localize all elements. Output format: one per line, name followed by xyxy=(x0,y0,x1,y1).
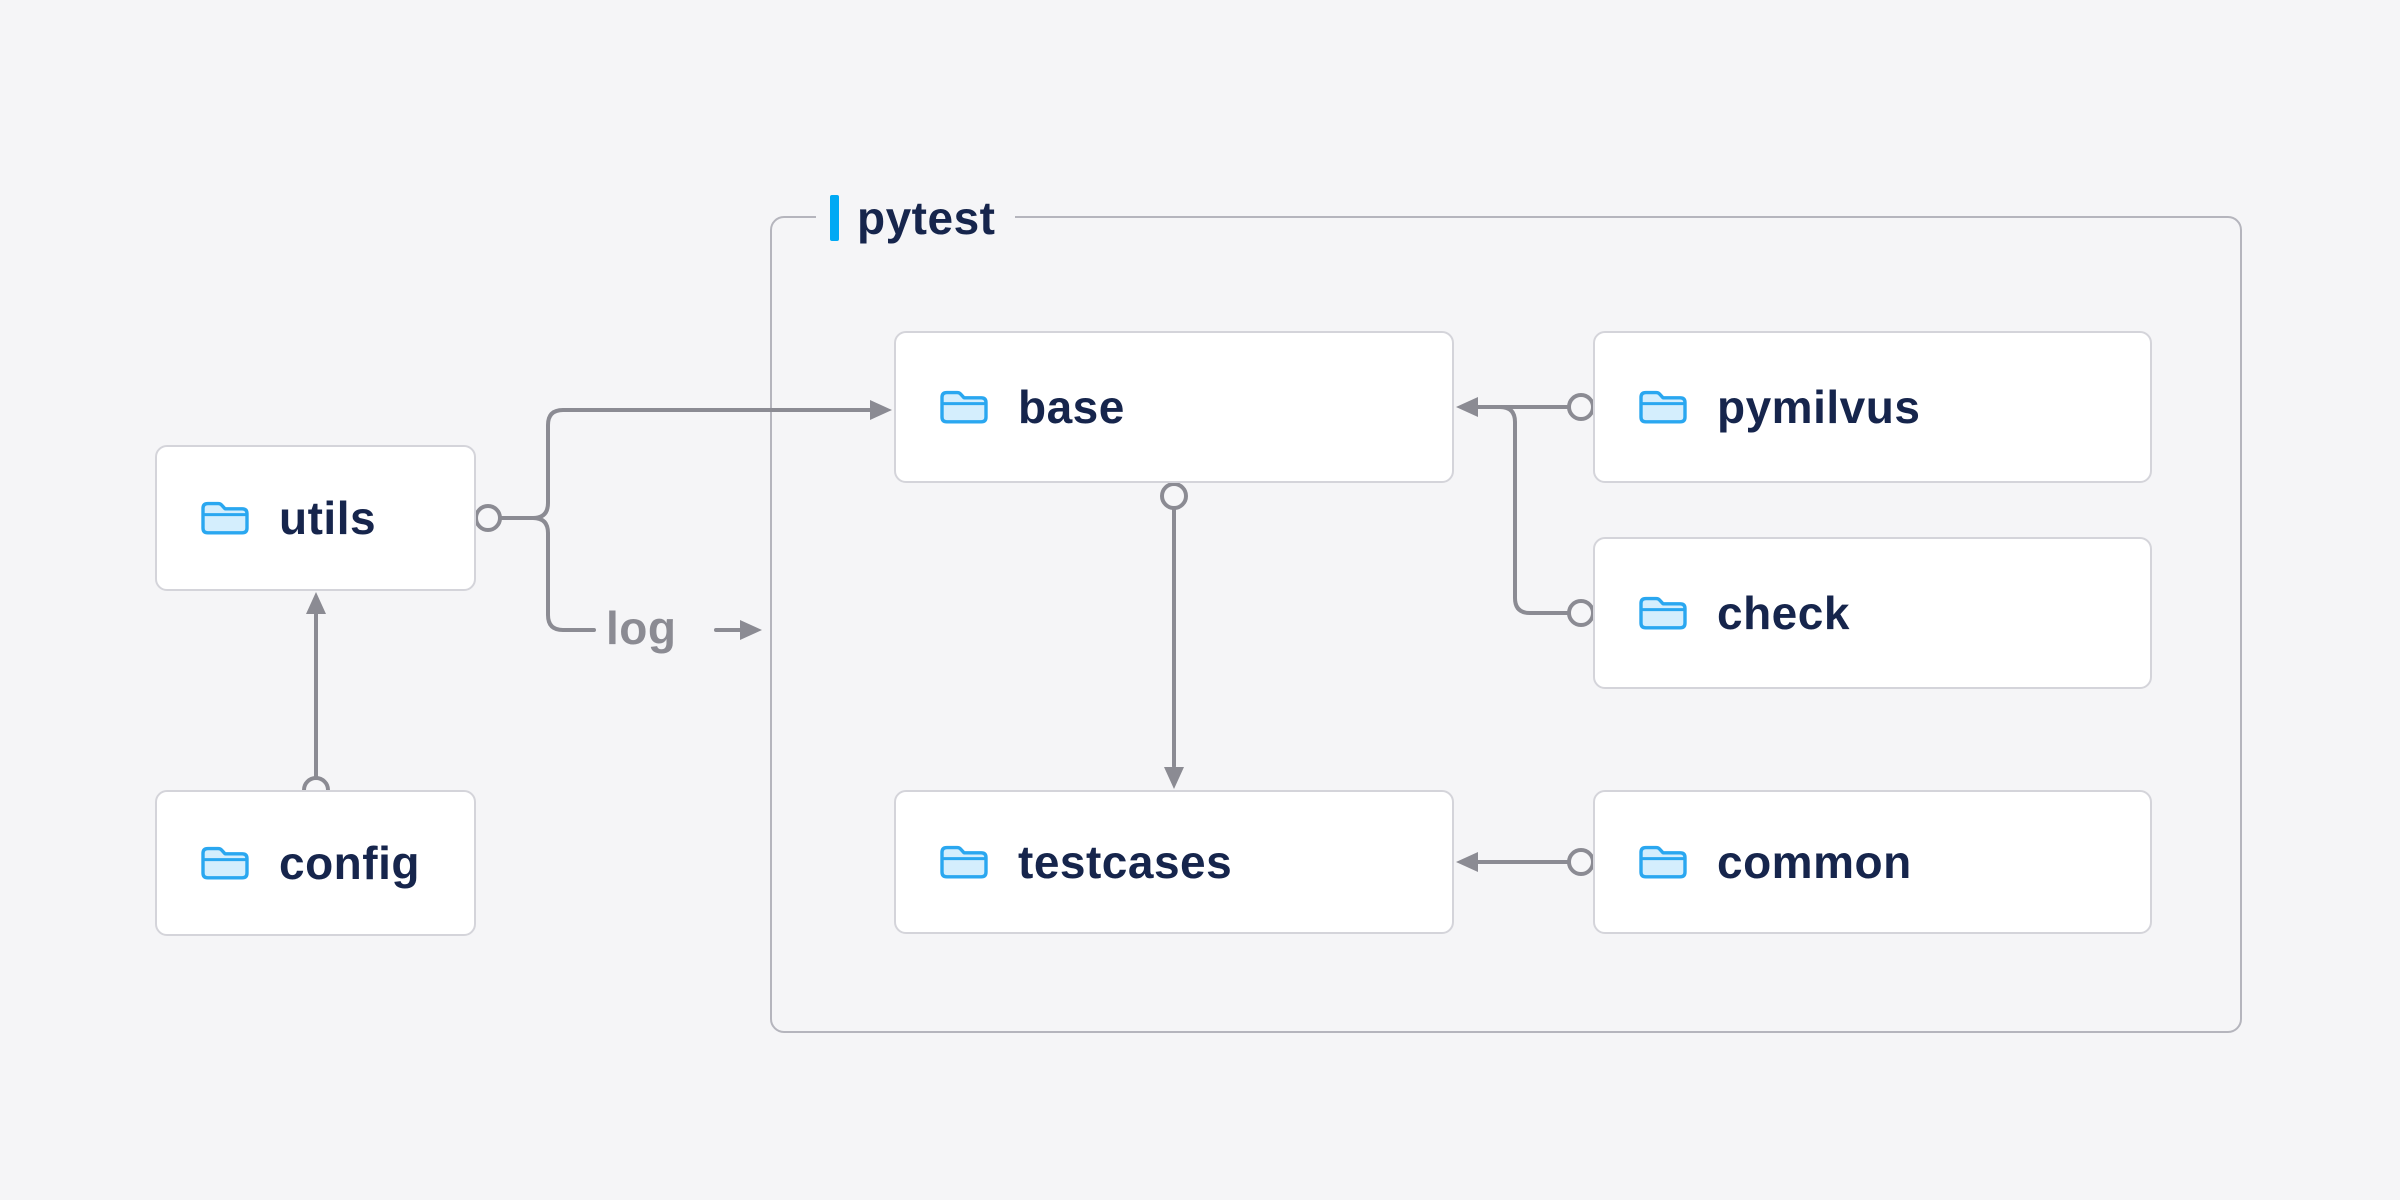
node-utils[interactable]: utils xyxy=(155,445,476,591)
edge-label-log: log xyxy=(606,601,677,654)
folder-icon xyxy=(1637,840,1689,884)
edge-utils-log xyxy=(498,516,596,632)
node-check[interactable]: check xyxy=(1593,537,2152,689)
node-testcases[interactable]: testcases xyxy=(894,790,1454,934)
arrowhead-log xyxy=(740,620,762,640)
node-pymilvus[interactable]: pymilvus xyxy=(1593,331,2152,483)
node-base[interactable]: base xyxy=(894,331,1454,483)
arrowhead-into-utils xyxy=(306,592,326,614)
node-label: utils xyxy=(279,492,377,544)
node-common[interactable]: common xyxy=(1593,790,2152,934)
group-label-text: pytest xyxy=(857,192,996,244)
accent-bar xyxy=(830,195,839,241)
folder-icon xyxy=(1637,591,1689,635)
node-label: check xyxy=(1717,587,1850,639)
folder-icon xyxy=(938,840,990,884)
folder-icon xyxy=(199,496,251,540)
node-label: common xyxy=(1717,836,1912,888)
node-label: pymilvus xyxy=(1717,381,1921,433)
pytest-group-label: pytest xyxy=(816,191,1016,245)
pytest-group: pytest xyxy=(770,191,2242,1033)
node-label: base xyxy=(1018,381,1125,433)
node-label: testcases xyxy=(1018,836,1233,888)
folder-icon xyxy=(938,385,990,429)
folder-icon xyxy=(1637,385,1689,429)
node-config[interactable]: config xyxy=(155,790,476,936)
node-label: config xyxy=(279,837,420,889)
folder-icon xyxy=(199,841,251,885)
connector-dot-utils xyxy=(474,504,502,532)
